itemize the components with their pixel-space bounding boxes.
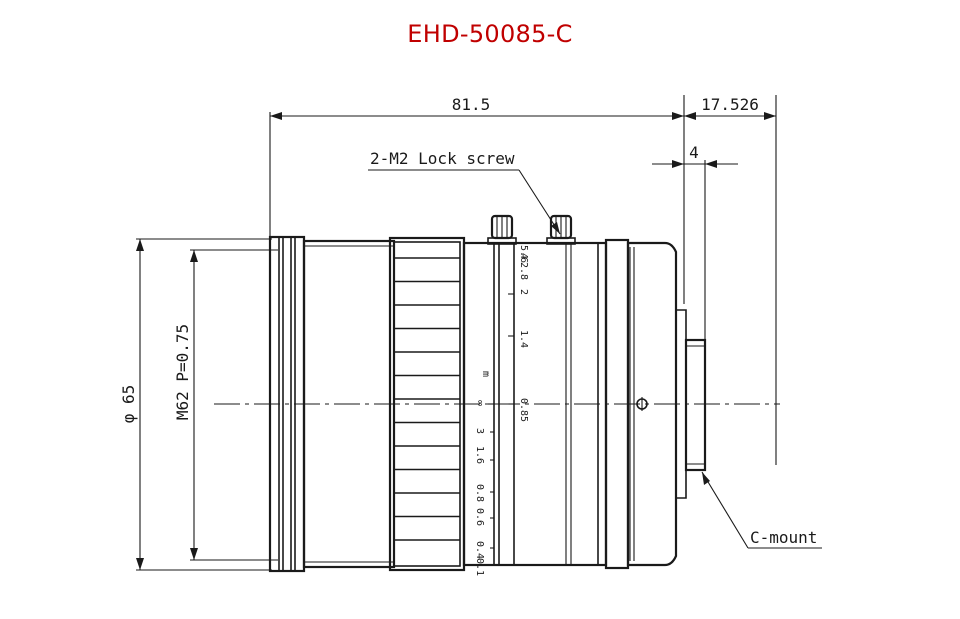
aperture-mark-4: 2.8 — [518, 262, 529, 280]
dimension-length: 81.5 — [269, 95, 685, 304]
c-mount-callout: C-mount — [701, 471, 822, 549]
length-label: 81.5 — [452, 95, 491, 114]
focus-mark-5: 0.6 — [474, 508, 485, 526]
focus-mark-1: ∞ — [474, 400, 485, 406]
aperture-mark-1: 0.85 — [518, 398, 529, 422]
lock-screw-1[interactable] — [487, 214, 517, 245]
focus-mark-3: 1.6 — [474, 446, 485, 464]
aperture-mark-3: 2 — [518, 289, 529, 295]
focus-mark-6: 0.4 — [474, 541, 485, 559]
scale-ticks — [488, 293, 514, 549]
focus-mark-4: 0.8 — [474, 484, 485, 502]
drawing-title: EHD-50085-C — [407, 20, 573, 48]
dimension-diameter: φ 65 — [119, 238, 272, 571]
focus-mark-2: 3 — [474, 428, 485, 434]
c-mount-thread — [684, 338, 707, 472]
focus-ring-ridges — [394, 257, 460, 541]
focus-scale-labels: m ∞ 3 1.6 0.8 0.6 0.4 0.1 — [474, 371, 491, 576]
mount-depth-label: 4 — [689, 143, 699, 162]
diameter-label: φ 65 — [119, 385, 138, 424]
c-mount-label: C-mount — [750, 528, 817, 547]
lock-screw-callout: 2-M2 Lock screw — [368, 149, 561, 235]
aperture-mark-6: 5.6 — [518, 245, 529, 263]
dimension-flange: 17.526 — [684, 95, 777, 465]
aperture-mark-2: 1.4 — [518, 330, 529, 348]
aperture-mark-5: 4 — [518, 253, 529, 259]
focus-unit: m — [480, 371, 491, 377]
aperture-scale-labels: 0.85 1.4 2 2.8 4 5.6 — [518, 245, 529, 422]
flange-label: 17.526 — [701, 95, 759, 114]
filter-thread-label: M62 P=0.75 — [173, 324, 192, 420]
dimension-mount-depth: 4 — [652, 143, 738, 340]
lock-screw-label: 2-M2 Lock screw — [370, 149, 515, 168]
dimension-filter-thread: M62 P=0.75 — [173, 249, 278, 561]
focus-mark-7: 0.1 — [474, 558, 485, 576]
